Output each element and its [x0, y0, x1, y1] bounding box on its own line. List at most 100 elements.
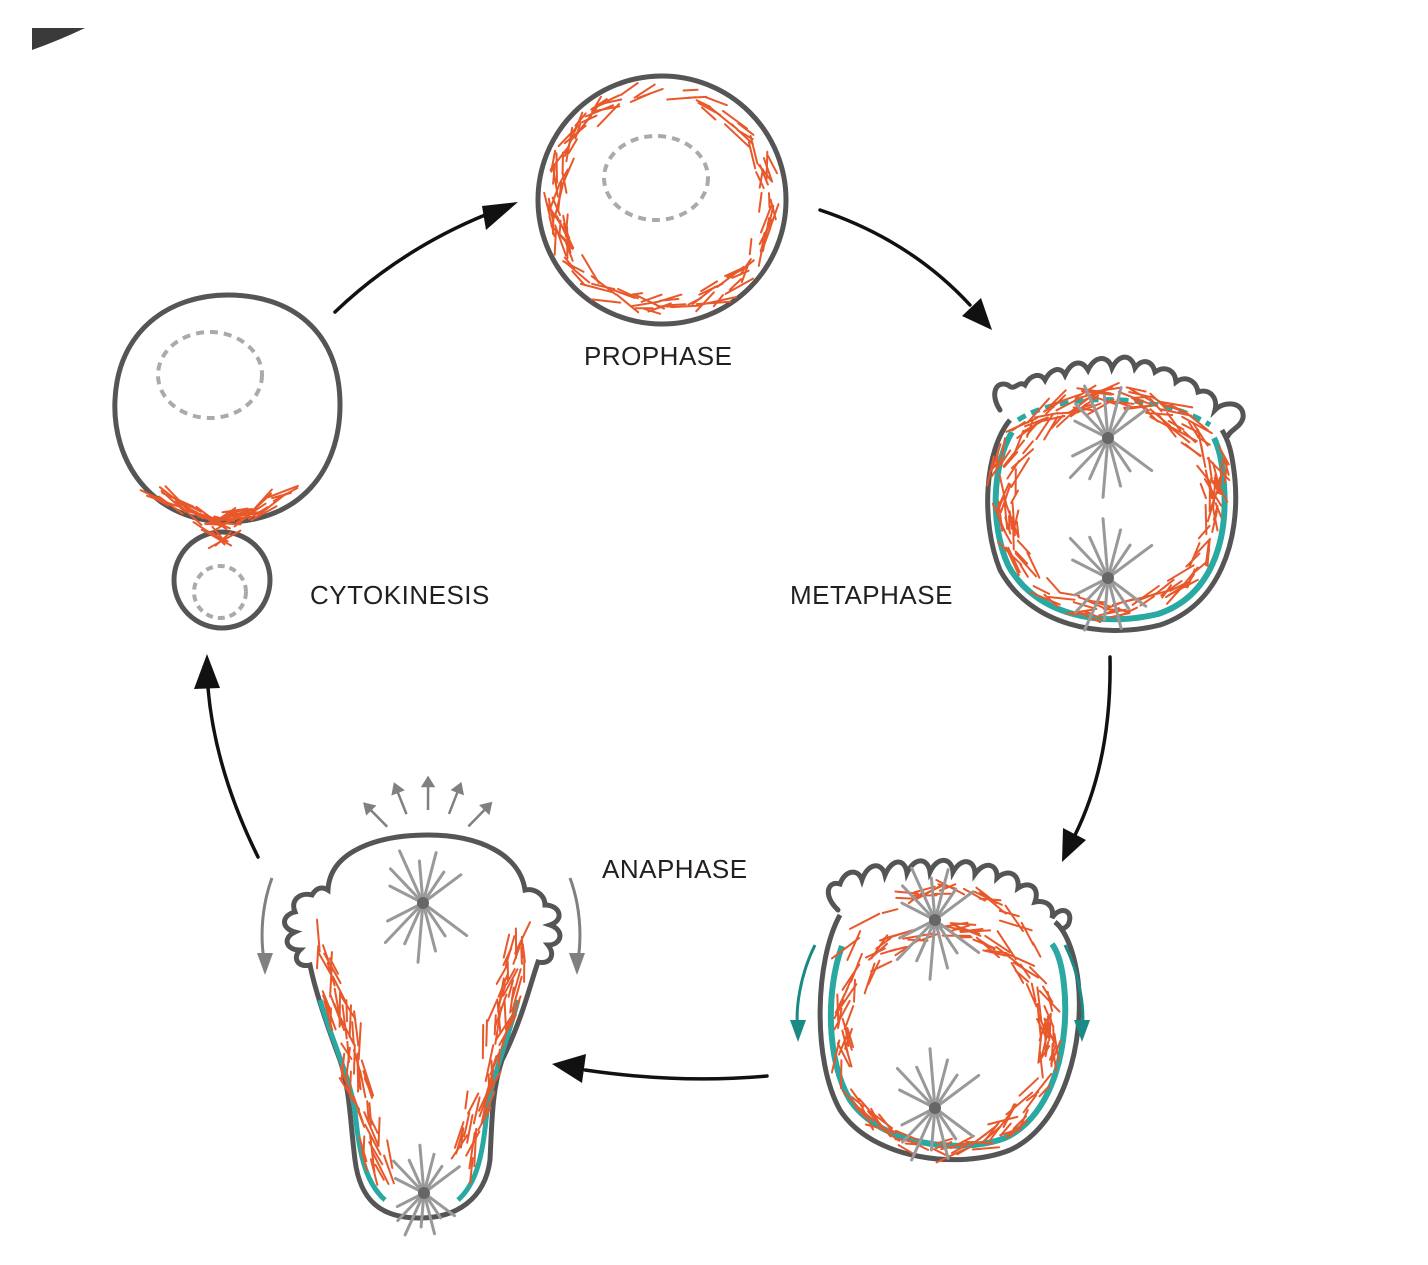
spindle-ray — [1071, 558, 1110, 580]
actin-filament — [509, 986, 515, 1014]
actin-filament — [666, 96, 697, 101]
spindle-ray — [386, 901, 425, 923]
actin-filament — [1005, 546, 1020, 576]
actin-filament — [1022, 1094, 1038, 1114]
actin-filament — [875, 937, 892, 950]
actin-filament — [555, 152, 558, 184]
actin-filament — [653, 293, 683, 304]
actin-filament — [466, 1114, 474, 1144]
spindle-ray — [929, 1106, 937, 1152]
actin-filament — [973, 1133, 987, 1144]
spindle-ray — [900, 1106, 937, 1127]
actin-filament — [1158, 408, 1193, 417]
spindle-ray — [1074, 576, 1110, 614]
spindle-ray — [900, 901, 937, 922]
force-arrow-icon — [568, 877, 582, 961]
spindle-ray — [1106, 436, 1154, 473]
actin-filament — [1026, 551, 1041, 579]
actin-filament — [338, 1077, 361, 1111]
anaphase-onset-cell — [790, 857, 1090, 1164]
force-arrows — [363, 775, 493, 828]
actin-filament — [250, 505, 278, 522]
actin-filament — [353, 1010, 360, 1047]
actin-filament — [1030, 982, 1037, 1003]
actin-filament — [984, 934, 1011, 954]
actin-filament — [895, 896, 917, 900]
spindle-ray — [1088, 436, 1110, 481]
actin-filament — [351, 1021, 355, 1046]
actin-filament — [1007, 546, 1021, 574]
actin-filament — [563, 260, 591, 284]
actin-filament — [1069, 402, 1088, 418]
actin-filament — [1125, 386, 1147, 393]
spindle-ray — [1106, 386, 1123, 440]
cycle-arrow-head — [1062, 828, 1086, 862]
actin-filament — [363, 1111, 380, 1147]
actin-filament — [757, 244, 764, 267]
actin-filament — [950, 1143, 968, 1154]
actin-filament — [1204, 469, 1213, 500]
cycle-arrow-icon — [206, 686, 260, 859]
actin-filament — [846, 1027, 855, 1048]
spindle-ray — [1106, 576, 1148, 608]
actin-filament — [502, 933, 511, 959]
actin-filament — [1036, 986, 1043, 1022]
spindle-ray — [421, 851, 438, 905]
centrosome — [929, 914, 941, 926]
actin-filament — [971, 1146, 1001, 1151]
stage-label-cytokinesis: CYTOKINESIS — [310, 580, 490, 610]
actin-filament — [508, 995, 522, 1026]
actin-filament — [633, 83, 656, 99]
actin-filament — [321, 990, 332, 1013]
actin-filament — [331, 975, 348, 1005]
membrane-blebs — [825, 857, 1073, 933]
spindle-ray — [392, 1159, 426, 1195]
actin-filament — [1006, 459, 1020, 480]
actin-filament — [1019, 963, 1031, 979]
centrosome — [1102, 432, 1114, 444]
actin-filament — [850, 1088, 861, 1102]
actin-filament — [520, 935, 524, 959]
actin-filament — [571, 270, 586, 287]
actin-filament — [768, 192, 771, 209]
spindle-aster-icon — [392, 1143, 461, 1237]
actin-filament — [161, 491, 195, 508]
actin-filament — [999, 1122, 1012, 1137]
actin-filament — [267, 484, 299, 499]
spindle-ray — [396, 1191, 426, 1222]
actin-filament — [1032, 941, 1042, 958]
actin-filament — [356, 1057, 362, 1091]
actin-filament — [1219, 459, 1224, 489]
cycle-arrow-head — [194, 654, 220, 689]
actin-filament — [453, 1121, 465, 1149]
actin-filament — [830, 937, 861, 960]
actin-filament — [959, 928, 984, 933]
spindle-ray — [895, 918, 937, 961]
actin-filament — [1004, 951, 1036, 967]
actin-filament — [1043, 1005, 1055, 1028]
actin-filament — [478, 1080, 494, 1112]
actin-filament — [1064, 608, 1094, 615]
actin-filament — [870, 1107, 880, 1123]
actin-filament — [468, 1131, 476, 1170]
nucleus-outline-icon — [156, 330, 264, 420]
actin-filament — [1223, 460, 1228, 484]
actin-filament — [647, 302, 672, 313]
spindle-ray — [915, 918, 937, 963]
spindle-ray — [422, 1165, 461, 1195]
spindle-ray — [389, 867, 425, 905]
actin-filament — [1046, 990, 1054, 1012]
actin-filament — [758, 168, 764, 189]
actin-filament — [450, 1133, 469, 1160]
spindle-ray — [403, 1191, 426, 1237]
actin-filament — [213, 512, 243, 532]
spindle-ray — [1073, 419, 1110, 440]
spindle-ray — [422, 1191, 436, 1236]
actin-filament — [221, 507, 249, 514]
actin-filament — [553, 228, 557, 256]
actin-filament — [741, 259, 755, 271]
cytokinesis-cell — [112, 292, 343, 631]
actin-filament — [1028, 966, 1048, 985]
actin-filament — [480, 1091, 489, 1125]
actin-filament — [202, 528, 221, 541]
